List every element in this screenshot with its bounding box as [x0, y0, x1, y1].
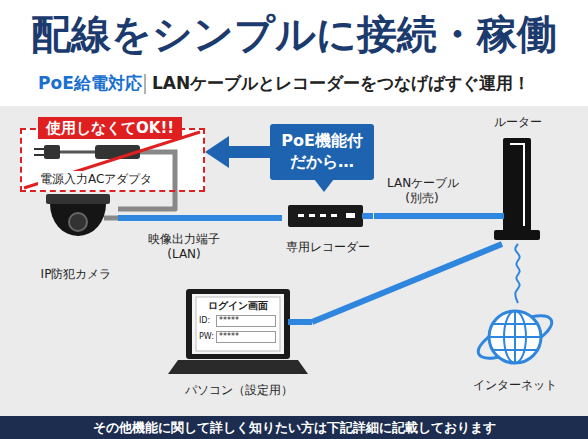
router-stripe	[510, 144, 524, 226]
cable-stub	[362, 213, 373, 219]
node-label: ルーター	[494, 114, 542, 130]
login-panel	[196, 297, 280, 351]
cable-label: LANケーブル (別売)	[387, 176, 457, 206]
laptop: パソコン（設定用） ログイン画面	[166, 288, 312, 398]
globe-orbit	[473, 307, 557, 366]
internet: インターネット	[462, 303, 568, 393]
callout-pointer	[314, 179, 334, 192]
callout-box: PoE機能付 だから…	[270, 124, 374, 180]
field-value: *****	[216, 331, 276, 343]
camera-cable	[104, 216, 120, 221]
node-label: PoE機能付 だから…	[276, 131, 368, 173]
lan-cable	[312, 244, 502, 322]
network-link	[515, 244, 519, 303]
cable-stub	[488, 213, 504, 219]
port-label: 映像出力端子 (LAN)	[138, 232, 230, 262]
laptop-screen-frame	[186, 289, 290, 359]
router-tower	[503, 138, 531, 232]
plug-body	[44, 145, 60, 159]
title: 配線をシンプルに接続・稼働	[0, 10, 588, 58]
recorder-led	[309, 214, 315, 217]
grey-panel	[0, 106, 588, 418]
recorder-body	[288, 205, 363, 227]
unused-adapter-box: 使用しなくてOK!!電源入力ACアダプタ	[20, 128, 205, 192]
camera-dome	[50, 204, 106, 236]
adapter-cord	[60, 151, 95, 154]
caption: その他機能に関して詳しく知りたい方は下記詳細に記載しております	[0, 418, 588, 437]
node-label: ログイン画面	[208, 297, 268, 312]
node-label: 専用レコーダー	[286, 239, 370, 255]
field-label: ID:	[199, 316, 210, 326]
power-cord	[118, 192, 175, 209]
router-base	[494, 230, 540, 240]
plug-prong	[34, 148, 45, 150]
recorder-led	[320, 214, 326, 217]
node-label: パソコン（設定用）	[185, 382, 293, 398]
cable-stub	[288, 319, 312, 325]
field-label: PW:	[199, 332, 214, 342]
node-label: 使用しなくてOK!!	[38, 117, 182, 139]
recorder-led	[346, 213, 355, 218]
recorder: 専用レコーダー	[282, 203, 374, 255]
laptop-base	[168, 360, 308, 374]
node-label: インターネット	[473, 377, 557, 393]
footer-bar	[0, 416, 588, 439]
globe-meridian	[514, 311, 516, 363]
subtitle-tag: PoE給電対応	[38, 72, 142, 94]
router: ルーター	[490, 114, 546, 244]
globe	[489, 311, 541, 363]
recorder-led	[331, 214, 337, 217]
laptop-screen	[192, 294, 284, 354]
plug-prong	[34, 154, 45, 156]
node-label: IP防犯カメラ	[41, 266, 112, 282]
strike-line	[24, 132, 200, 188]
lan-cable	[118, 215, 282, 221]
camera-lens	[69, 213, 87, 231]
camera-mount	[46, 194, 110, 204]
poe-arrow	[223, 146, 270, 158]
ip-camera: IP防犯カメラ	[34, 190, 118, 282]
lan-cable	[374, 213, 490, 219]
recorder-led	[298, 214, 304, 217]
separator	[144, 74, 146, 94]
subtitle: LANケーブルとレコーダーをつなげばすぐ運用！	[152, 72, 530, 94]
node-sublabel: 電源入力ACアダプタ	[38, 171, 154, 187]
field-value: *****	[216, 315, 276, 327]
